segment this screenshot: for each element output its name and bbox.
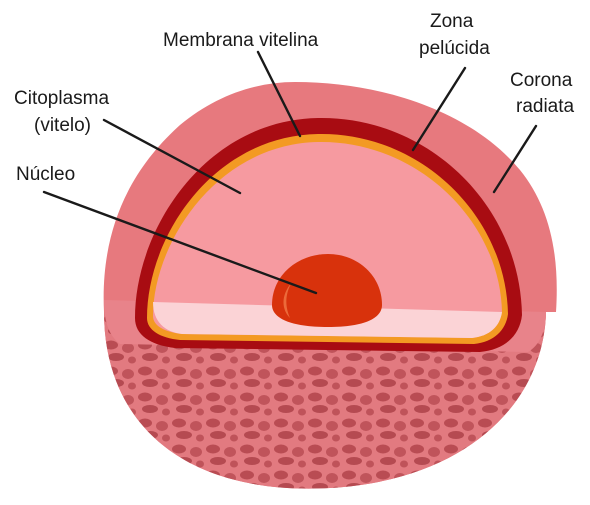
label-zona-pelucida-line1: Zona bbox=[430, 11, 474, 32]
label-citoplasma-line1: Citoplasma bbox=[14, 88, 109, 109]
label-corona-radiata-line2: radiata bbox=[516, 96, 575, 117]
label-nucleo: Núcleo bbox=[16, 164, 75, 185]
label-corona-radiata-line1: Corona bbox=[510, 70, 573, 91]
label-zona-pelucida-line2: pelúcida bbox=[419, 38, 490, 59]
label-citoplasma-line2: (vitelo) bbox=[34, 115, 91, 136]
label-membrana-vitelina: Membrana vitelina bbox=[163, 30, 319, 51]
